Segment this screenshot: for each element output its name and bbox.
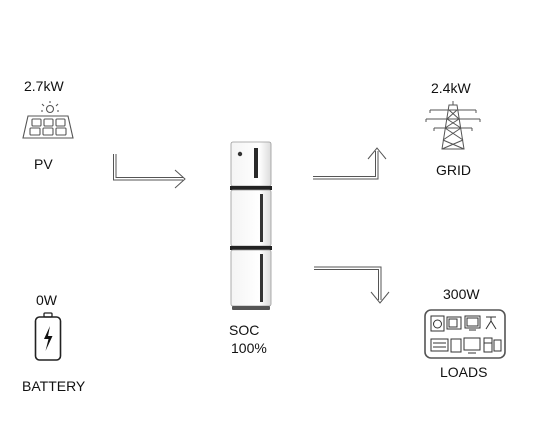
soc-value: 100% xyxy=(231,340,267,356)
pv-power-value: 2.7kW xyxy=(24,78,64,94)
grid-flow-arrow-icon xyxy=(313,147,387,180)
battery-charge-icon xyxy=(34,312,62,361)
loads-power-value: 300W xyxy=(443,286,480,302)
grid-label: GRID xyxy=(436,162,471,178)
loads-label: LOADS xyxy=(440,364,488,380)
solar-panel-icon xyxy=(22,101,74,139)
pv-flow-arrow-icon xyxy=(113,154,186,189)
home-appliances-icon xyxy=(424,309,506,359)
soc-label: SOC xyxy=(229,322,260,338)
battery-power-value: 0W xyxy=(36,292,57,308)
battery-label: BATTERY xyxy=(22,378,86,394)
pv-label: PV xyxy=(34,156,53,172)
transmission-tower-icon xyxy=(425,101,481,150)
grid-power-value: 2.4kW xyxy=(431,80,471,96)
battery-inverter-stack-icon xyxy=(230,141,272,310)
loads-flow-arrow-icon xyxy=(314,266,390,304)
